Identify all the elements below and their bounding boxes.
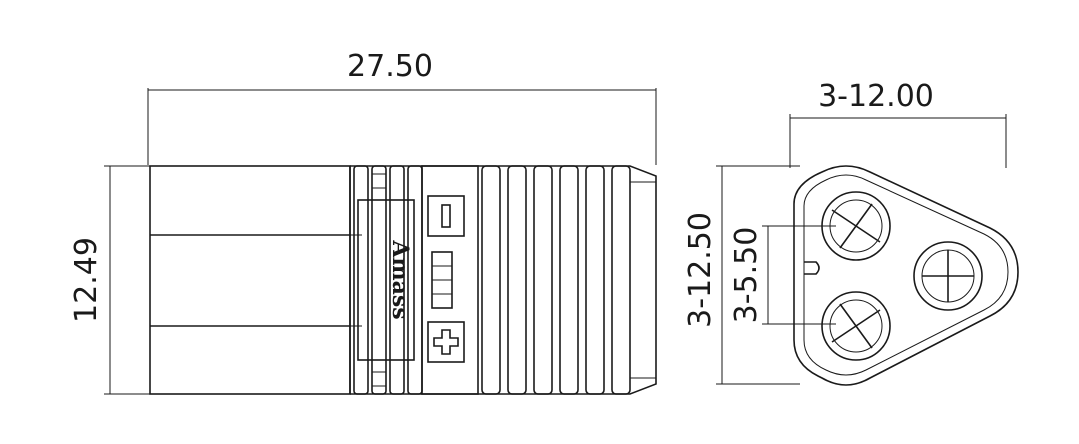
connector-housing bbox=[149, 165, 362, 395]
face-height-label: 3-12.50 bbox=[683, 212, 718, 328]
length-label: 27.50 bbox=[347, 49, 433, 84]
positive-marker bbox=[427, 321, 465, 363]
front-view: 3-12.00 3-12.50 3-5.50 bbox=[683, 79, 1019, 386]
brand-label: Amass bbox=[387, 239, 413, 319]
dimension-face-height: 3-12.50 bbox=[683, 165, 800, 385]
connector-face bbox=[793, 165, 1019, 386]
pin-spacing-label: 3-5.50 bbox=[729, 227, 764, 324]
dimension-length: 27.50 bbox=[147, 49, 657, 165]
polarity-slot bbox=[431, 251, 453, 309]
dimension-pin-spacing: 3-5.50 bbox=[729, 225, 836, 325]
negative-marker bbox=[427, 195, 465, 237]
side-view: 27.50 12.49 bbox=[69, 49, 657, 395]
pin-socket-top bbox=[821, 191, 891, 261]
dimension-height: 12.49 bbox=[69, 165, 150, 395]
face-width-label: 3-12.00 bbox=[818, 79, 934, 114]
dimension-face-width: 3-12.00 bbox=[789, 79, 1007, 168]
pin-socket-right bbox=[913, 241, 983, 311]
connector-ribbed-body bbox=[349, 165, 657, 395]
pin-socket-bottom bbox=[821, 291, 891, 361]
height-label: 12.49 bbox=[69, 237, 104, 323]
